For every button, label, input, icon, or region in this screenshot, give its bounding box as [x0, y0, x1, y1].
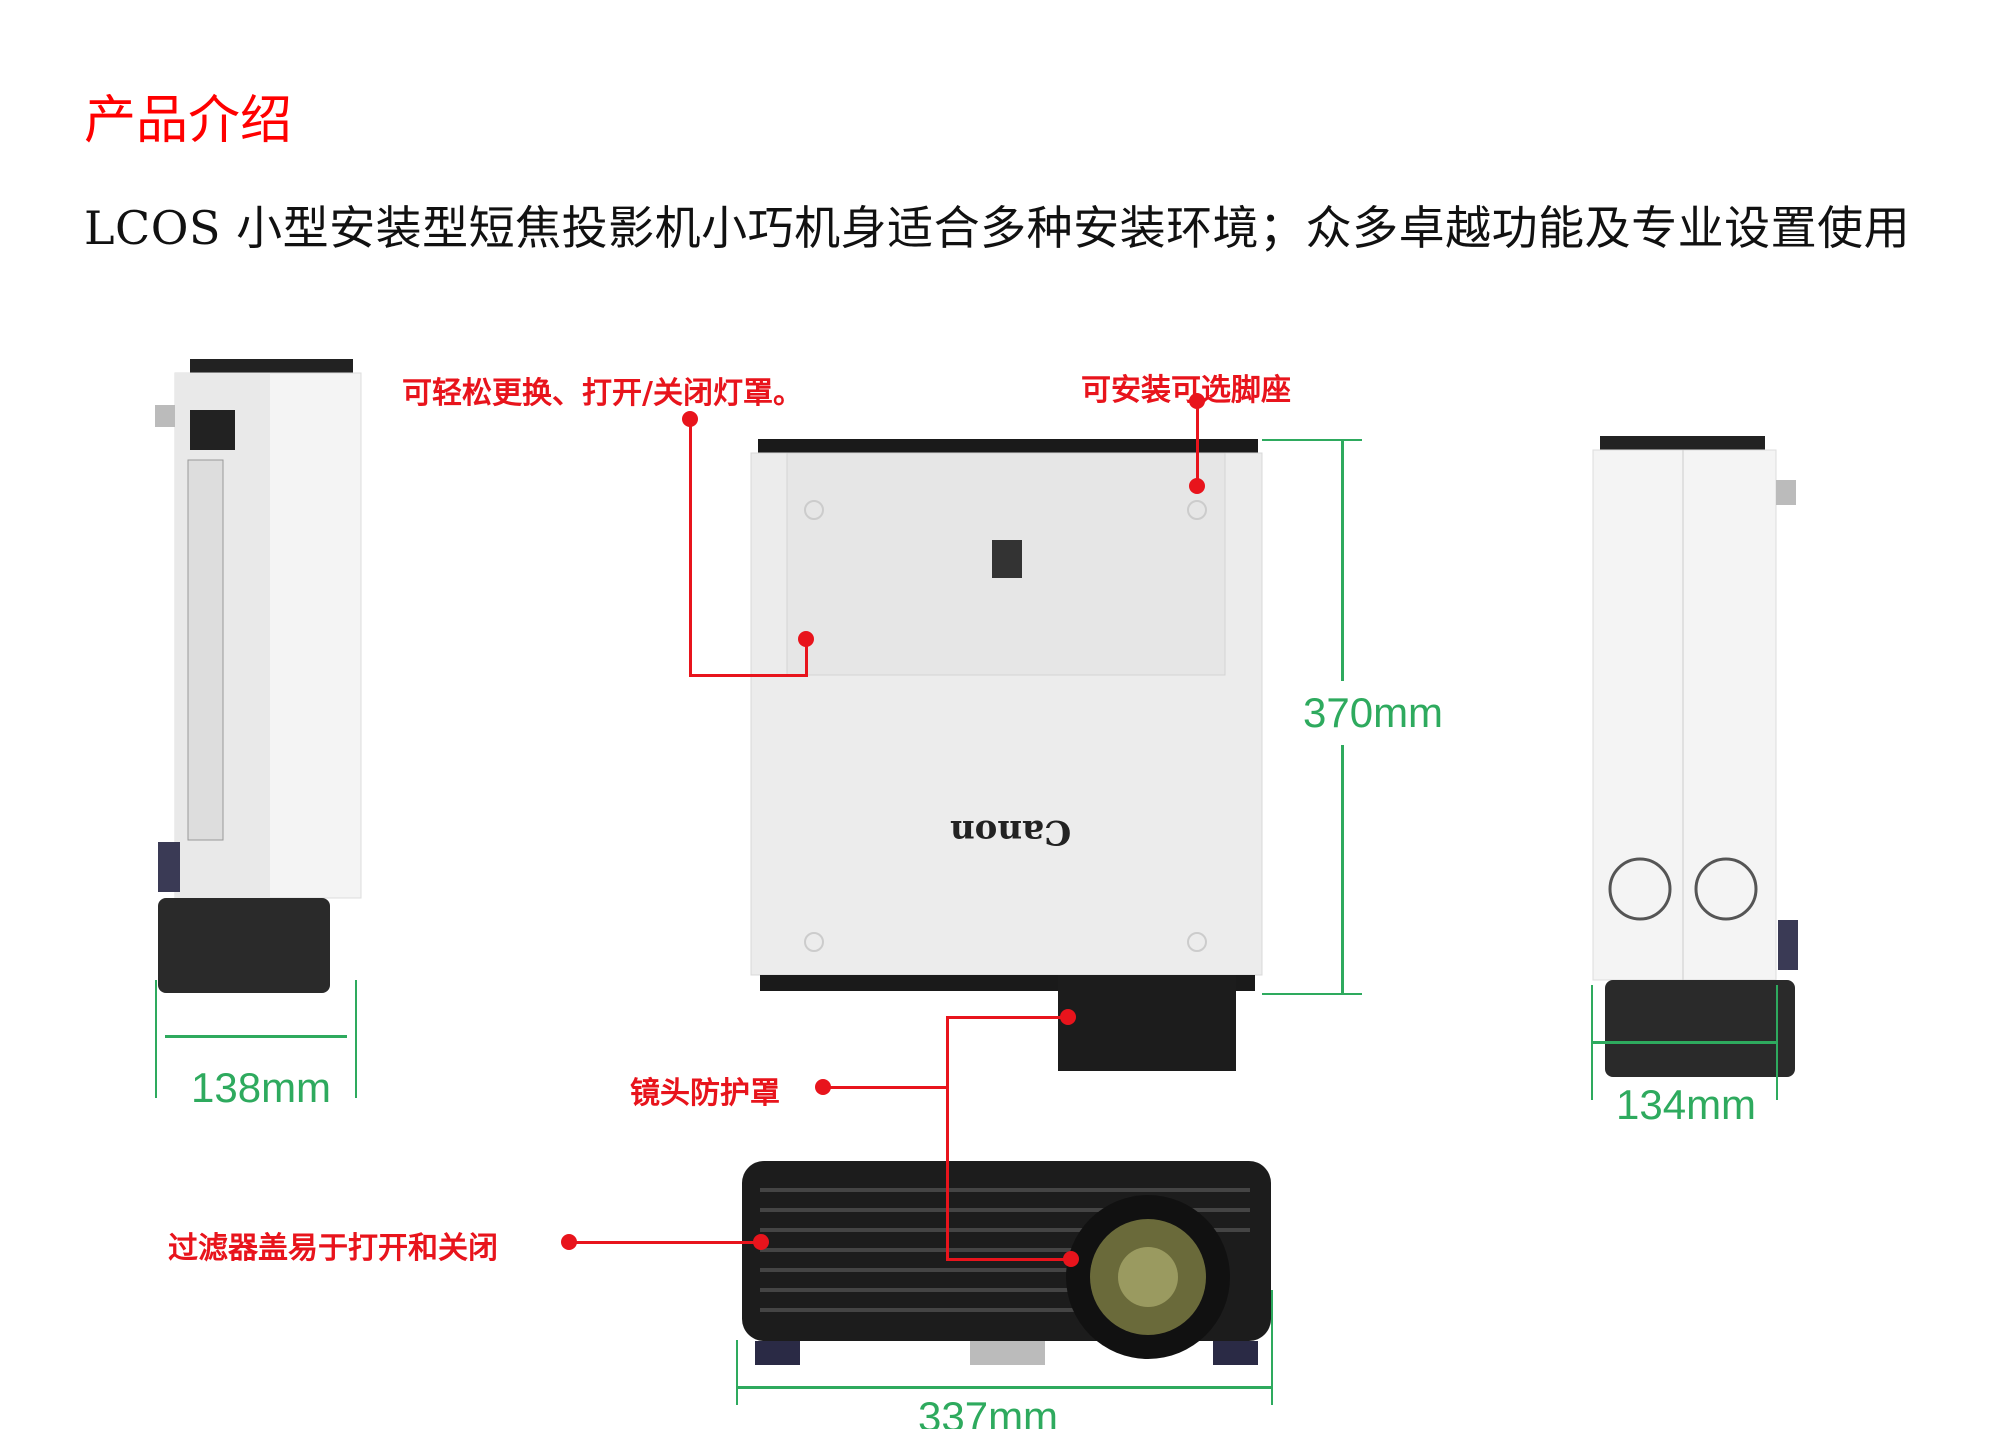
- dimension-line-front: [738, 1386, 1271, 1389]
- dimension-tick: [1271, 1290, 1273, 1405]
- projector-left-side-view: [155, 359, 362, 993]
- dimension-tick: [1591, 985, 1593, 1100]
- section-title: 产品介绍: [84, 91, 293, 151]
- callout-line: [805, 639, 808, 677]
- dimension-line-depth: [1341, 441, 1344, 681]
- callout-dot: [1060, 1009, 1076, 1025]
- callout-dot: [798, 631, 814, 647]
- callout-line: [689, 419, 692, 677]
- callout-line: [946, 1016, 949, 1261]
- dimension-right-width: 134mm: [1616, 1081, 1757, 1128]
- callout-line: [822, 1086, 949, 1089]
- dimension-tick: [736, 1340, 738, 1405]
- callout-optional-foot: 可安装可选脚座: [1081, 373, 1291, 408]
- callout-line: [1196, 400, 1199, 486]
- callout-line: [946, 1016, 1068, 1019]
- callout-dot: [561, 1234, 577, 1250]
- projector-front-view: [742, 1161, 1271, 1365]
- dimension-front-width: 337mm: [918, 1393, 1059, 1429]
- brand-logo: Canon: [950, 812, 1072, 852]
- projector-right-side-view: [1592, 436, 1798, 1077]
- dimension-tick: [1262, 993, 1362, 995]
- dimension-tick: [155, 980, 157, 1098]
- callout-dot: [1189, 393, 1205, 409]
- callout-dot: [753, 1234, 769, 1250]
- callout-dot: [1063, 1251, 1079, 1267]
- callout-dot: [1189, 478, 1205, 494]
- dimension-tick: [355, 980, 357, 1098]
- dimension-tick: [1262, 439, 1362, 441]
- callout-dot: [815, 1079, 831, 1095]
- dimension-line-right: [1593, 1041, 1776, 1044]
- projector-top-view: [750, 439, 1263, 1071]
- dimension-depth: 370mm: [1303, 689, 1444, 736]
- callout-line: [946, 1258, 1071, 1261]
- callout-line: [689, 674, 808, 677]
- callout-dot: [682, 411, 698, 427]
- product-description: LCOS 小型安装型短焦投影机小巧机身适合多种安装环境；众多卓越功能及专业设置使…: [84, 201, 1911, 255]
- callout-lens-cover: 镜头防护罩: [630, 1076, 780, 1111]
- dimension-line-left: [165, 1035, 347, 1038]
- dimension-tick: [1776, 985, 1778, 1100]
- callout-filter-cover: 过滤器盖易于打开和关闭: [168, 1231, 498, 1266]
- callout-lamp-cover: 可轻松更换、打开/关闭灯罩。: [402, 376, 803, 411]
- callout-line: [568, 1241, 761, 1244]
- dimension-line-depth: [1341, 745, 1344, 993]
- dimension-left-width: 138mm: [191, 1064, 332, 1111]
